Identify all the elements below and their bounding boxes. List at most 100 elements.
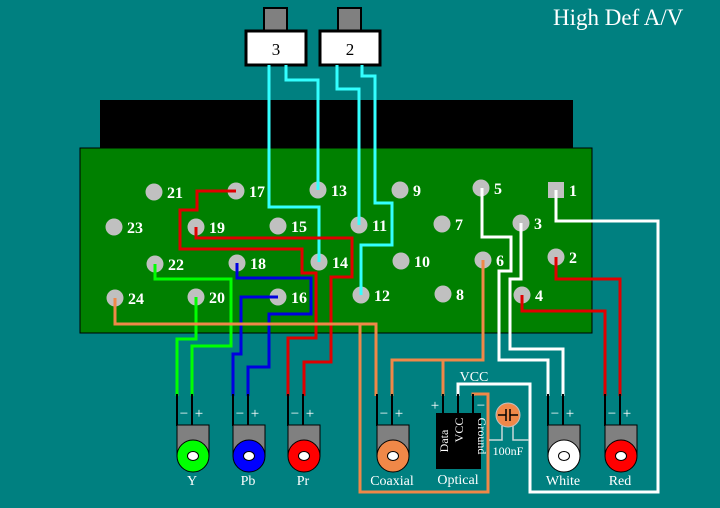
diagram-title: High Def A/V xyxy=(553,5,684,30)
wire-red-2-to-red xyxy=(554,257,622,396)
pad-label: 2 xyxy=(569,250,577,267)
rca-jacks: −+Y−+Pb−+Pr−+Coaxial−+White−+Red xyxy=(176,394,638,489)
pad-circle xyxy=(145,183,163,201)
jack-pr: −+ Pr xyxy=(287,394,321,489)
pad-label: 12 xyxy=(374,288,390,305)
optical-receiver: + − Data VCC Ground Optical xyxy=(431,394,489,488)
pad-circle xyxy=(392,252,410,270)
pad-label: 3 xyxy=(534,216,542,233)
pad-circle xyxy=(433,215,451,233)
pad-15: 15 xyxy=(269,217,307,236)
connector-3: 3 xyxy=(244,7,308,67)
plus-sign: + xyxy=(195,406,203,422)
pad-8: 8 xyxy=(434,285,464,304)
pad-label: 9 xyxy=(413,183,421,200)
jack-label: Pb xyxy=(241,474,256,489)
jack-red: −+ Red xyxy=(604,394,638,489)
pad-7: 7 xyxy=(433,215,463,234)
pad-label: 16 xyxy=(291,290,307,307)
wire-red-19-to-pr xyxy=(194,227,354,396)
connector-housing xyxy=(100,100,573,150)
pad-17: 17 xyxy=(227,182,265,201)
minus-sign: − xyxy=(291,406,299,422)
wire-red-4-to-red xyxy=(520,295,607,396)
pad-label: 22 xyxy=(168,257,184,274)
optical-label: Optical xyxy=(437,473,478,488)
connector-tab xyxy=(263,7,288,32)
pad-circle xyxy=(391,181,409,199)
connector-label: 3 xyxy=(272,40,281,59)
minus-sign: − xyxy=(380,406,388,422)
minus-sign: − xyxy=(551,406,559,422)
wire-green-20-to-y xyxy=(175,297,198,396)
pad-label: 18 xyxy=(250,256,266,273)
pad-label: 7 xyxy=(455,217,463,234)
jack-y: −+ Y xyxy=(176,394,210,489)
jack-label: Y xyxy=(187,474,197,489)
pad-label: 1 xyxy=(569,183,577,200)
jack-pb: −+Pb xyxy=(232,394,266,489)
wires xyxy=(113,65,660,494)
jack-label: White xyxy=(546,474,580,489)
pad-label: 21 xyxy=(167,185,183,202)
jack-white: −+ White xyxy=(546,394,581,489)
wire-orange-6-to-coaxial xyxy=(390,260,485,396)
pad-label: 14 xyxy=(332,255,348,272)
optical-pin-ground: Ground xyxy=(475,418,489,455)
connector-tab xyxy=(337,7,362,32)
pad-10: 10 xyxy=(392,252,430,271)
jack-label: Pr xyxy=(297,474,310,489)
pad-21: 21 xyxy=(145,183,183,202)
capacitor-leads xyxy=(489,426,529,441)
pad-circle xyxy=(434,285,452,303)
wire-cyan-3a-to-14 xyxy=(267,65,321,262)
wire-orange-24-to-coaxial xyxy=(113,298,378,396)
wire-cyan-3b-to-13 xyxy=(284,65,320,190)
wire-white-3-to-white xyxy=(508,223,565,396)
pcb-board xyxy=(79,147,593,334)
capacitor-value: 100nF xyxy=(493,444,524,458)
jack-center-icon xyxy=(298,451,310,461)
optical-plus-sign: + xyxy=(431,398,439,414)
pad-23: 23 xyxy=(105,218,143,237)
wire-blue-16-to-pb xyxy=(231,295,278,396)
pad-circle xyxy=(269,217,287,235)
wire-green-22-to-y xyxy=(153,264,233,396)
jack-label: Red xyxy=(609,474,632,489)
pad-label: 24 xyxy=(128,291,144,308)
capacitor-symbol-icon xyxy=(498,409,518,421)
connector-body xyxy=(244,29,308,67)
pad-label: 17 xyxy=(249,184,265,201)
pad-label: 13 xyxy=(331,183,347,200)
plus-sign: + xyxy=(395,406,403,422)
pad-label: 8 xyxy=(456,287,464,304)
pad-label: 11 xyxy=(372,218,387,235)
pad-circle xyxy=(105,218,123,236)
plus-sign: + xyxy=(251,406,259,422)
wire-cyan-2a-to-11 xyxy=(335,65,361,225)
connector-body xyxy=(318,29,382,67)
plus-sign: + xyxy=(306,406,314,422)
jack-center-icon xyxy=(615,451,627,461)
jack-center-icon xyxy=(243,451,255,461)
vcc-label: VCC xyxy=(460,370,489,385)
jack-center-icon xyxy=(387,451,399,461)
optical-body xyxy=(436,413,481,469)
plus-sign: + xyxy=(566,406,574,422)
pad-1: 1 xyxy=(548,182,577,200)
pad-label: 20 xyxy=(209,290,225,307)
pad-label: 10 xyxy=(414,254,430,271)
pad-label: 15 xyxy=(291,219,307,236)
pad-label: 5 xyxy=(494,181,502,198)
pad-label: 23 xyxy=(127,220,143,237)
optical-pin-vcc: VCC xyxy=(452,418,466,443)
jack-center-icon xyxy=(187,451,199,461)
capacitor: 100nF xyxy=(489,402,529,458)
minus-sign: − xyxy=(608,406,616,422)
connector-2: 2 xyxy=(318,7,382,67)
jack-label: Coaxial xyxy=(370,474,414,489)
plus-sign: + xyxy=(623,406,631,422)
minus-sign: − xyxy=(180,406,188,422)
